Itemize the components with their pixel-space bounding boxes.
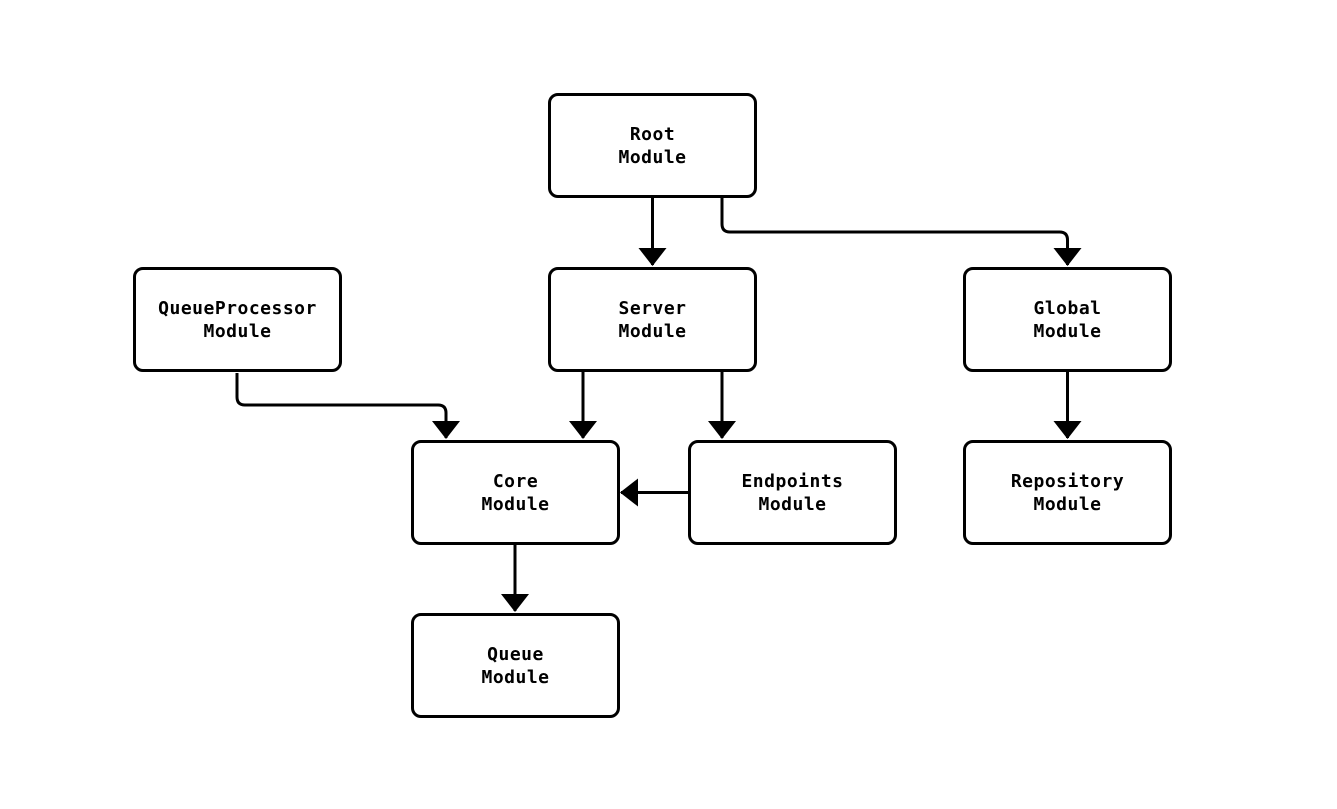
node-queueprocessor-module: QueueProcessor Module bbox=[133, 267, 342, 372]
node-core-module: Core Module bbox=[411, 440, 620, 545]
node-global-module: Global Module bbox=[963, 267, 1172, 372]
edge-queueprocessor-to-core bbox=[235, 373, 460, 439]
node-label-line1: Core bbox=[492, 470, 539, 492]
node-label-line1: Global bbox=[1033, 297, 1102, 319]
node-root-module: Root Module bbox=[548, 93, 757, 198]
node-label-line1: Queue bbox=[487, 643, 544, 665]
node-label-line2: Module bbox=[1033, 320, 1102, 342]
node-queue-module: Queue Module bbox=[411, 613, 620, 718]
node-label-line1: Server bbox=[618, 297, 687, 319]
node-label-line2: Module bbox=[1033, 493, 1102, 515]
node-label-line1: Repository bbox=[1010, 470, 1125, 492]
node-server-module: Server Module bbox=[548, 267, 757, 372]
node-label-line2: Module bbox=[618, 146, 687, 168]
node-label-line2: Module bbox=[481, 493, 550, 515]
node-label-line2: Module bbox=[618, 320, 687, 342]
node-repository-module: Repository Module bbox=[963, 440, 1172, 545]
node-endpoints-module: Endpoints Module bbox=[688, 440, 897, 545]
edge-root-to-global bbox=[720, 198, 1082, 266]
node-label-line2: Module bbox=[203, 320, 272, 342]
node-label-line1: Endpoints bbox=[741, 470, 844, 492]
node-label-line1: Root bbox=[629, 123, 676, 145]
node-label-line1: QueueProcessor bbox=[158, 297, 317, 319]
node-label-line2: Module bbox=[758, 493, 827, 515]
node-label-line2: Module bbox=[481, 666, 550, 688]
